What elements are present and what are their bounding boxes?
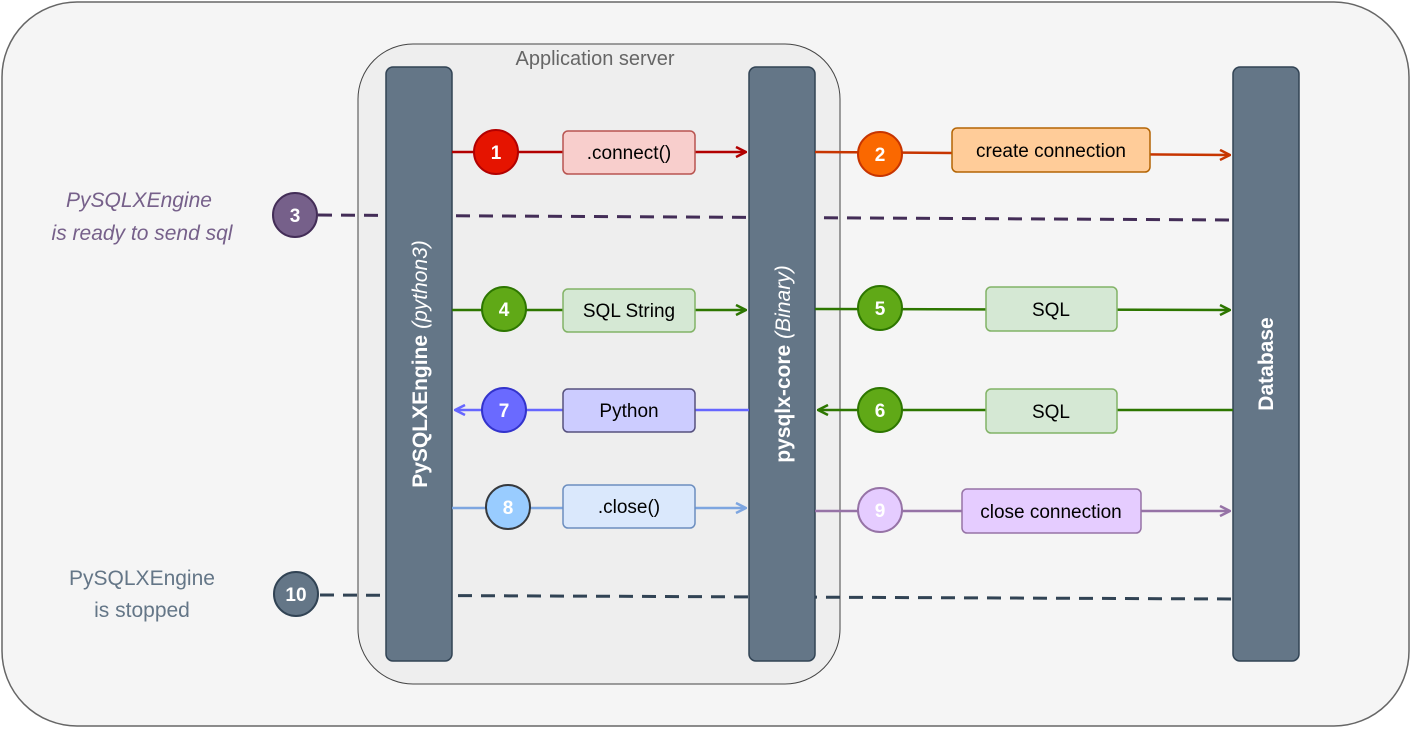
status-stopped-line2: is stopped <box>94 599 190 622</box>
step-badge-8 <box>485 484 531 530</box>
step-number-10: 10 <box>285 585 306 606</box>
step-badge-3 <box>272 192 318 238</box>
lane-label-engine-name: PySQLXEngine <box>409 335 432 488</box>
lane-label-database: Database <box>1255 317 1278 410</box>
step-badge-10 <box>273 571 319 617</box>
label-sql-in: SQL <box>1032 402 1070 423</box>
lane-database <box>1232 66 1300 662</box>
step-number-3: 3 <box>290 206 301 227</box>
step-badge-7 <box>481 387 527 433</box>
lane-label-engine-detail: (python3) <box>409 240 432 329</box>
label-box-close-connection <box>961 488 1142 534</box>
step-badge-1 <box>473 129 519 175</box>
label-sql-out: SQL <box>1032 300 1070 321</box>
step-number-7: 7 <box>499 401 510 422</box>
step-badge-4 <box>481 286 527 332</box>
step-number-6: 6 <box>875 401 886 422</box>
lane-label-core: pysqlx-core (Binary) <box>772 265 795 462</box>
label-box-close <box>562 484 696 529</box>
lane-pysqlx-core <box>748 66 816 662</box>
lane-label-engine: PySQLXEngine (python3) <box>409 240 432 488</box>
step-badge-6 <box>857 387 903 433</box>
label-box-python <box>562 388 696 433</box>
step-badge-5 <box>857 285 903 331</box>
application-server-title: Application server <box>516 48 675 70</box>
label-box-sql-string <box>562 288 696 333</box>
label-connect: .connect() <box>587 143 671 164</box>
status-stopped-line1: PySQLXEngine <box>69 567 215 590</box>
step-badge-2 <box>857 131 903 177</box>
step-number-1: 1 <box>491 143 502 164</box>
label-create-connection: create connection <box>976 141 1126 162</box>
step-badge-9 <box>857 487 903 533</box>
stopped-dashed-line <box>319 593 1233 601</box>
ready-dashed-line <box>317 213 1233 222</box>
label-sql-string: SQL String <box>583 301 675 322</box>
status-ready-line2: is ready to send sql <box>52 222 234 245</box>
step-number-5: 5 <box>875 299 886 320</box>
label-box-sql-in <box>985 388 1118 434</box>
step-number-9: 9 <box>875 501 886 522</box>
status-ready-line1: PySQLXEngine <box>66 189 212 212</box>
label-python: Python <box>599 401 658 422</box>
lane-label-core-name: pysqlx-core <box>772 345 795 463</box>
lane-label-core-detail: (Binary) <box>772 265 795 339</box>
label-box-create-connection <box>951 127 1151 173</box>
step-number-8: 8 <box>503 498 514 519</box>
application-server-container <box>357 43 841 685</box>
label-close-connection: close connection <box>980 502 1122 523</box>
label-close: .close() <box>598 497 660 518</box>
step-number-4: 4 <box>499 300 510 321</box>
label-box-sql-out <box>985 286 1118 332</box>
step-number-2: 2 <box>875 145 886 166</box>
lane-pysqlxengine <box>385 66 453 662</box>
label-box-connect <box>562 130 696 175</box>
